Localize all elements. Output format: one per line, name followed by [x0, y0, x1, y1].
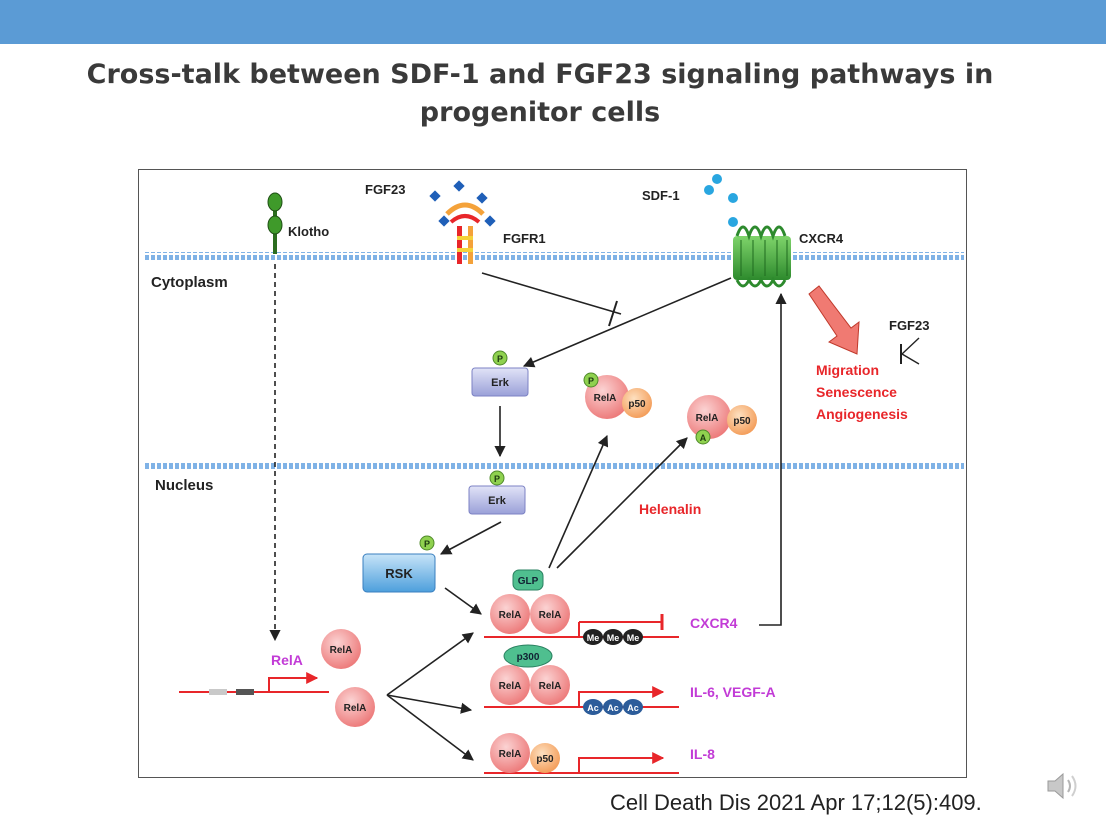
fgf23-inhibition-line-1 [901, 337, 920, 355]
rela-p50-dimer: RelA p50 [490, 733, 560, 773]
slide-title-line2: progenitor cells [419, 97, 661, 128]
fgfr1-label: FGFR1 [503, 231, 546, 246]
rela-to-il6-arrow [386, 694, 473, 714]
il6-vegfa-label: IL-6, VEGF-A [690, 684, 776, 700]
ac-label-2: Ac [607, 703, 619, 713]
angiogenesis-label: Angiogenesis [816, 406, 908, 422]
rela-gene-segment-2 [236, 689, 254, 695]
helenalin-label: Helenalin [639, 501, 701, 517]
cytoplasm-label: Cytoplasm [151, 274, 228, 291]
complex1-rela-label: RelA [594, 393, 617, 404]
cell-membrane [144, 252, 964, 260]
rela-to-il8-arrow [386, 694, 474, 761]
cxcr4-rela1-label: RelA [499, 610, 522, 621]
complex2-p50-label: p50 [733, 416, 751, 427]
klotho-protein [267, 192, 283, 254]
complex1-p50-label: p50 [628, 399, 646, 410]
cxcr4-gene-label: CXCR4 [690, 615, 738, 631]
cxcr4-rela2-label: RelA [539, 610, 562, 621]
il6-promoter-arrow [578, 686, 665, 707]
acetyl-rela-p50-complex: A RelA p50 [687, 395, 757, 445]
phospho-rela-p50-complex: P RelA p50 [583, 372, 652, 419]
rsk-to-rela-arrow [444, 587, 482, 615]
il6-rela2-label: RelA [539, 681, 562, 692]
complex1-phospho-label: P [588, 376, 594, 386]
slide-title-line1: Cross-talk between SDF-1 and FGF23 signa… [86, 59, 994, 90]
erk-phospho-label: P [497, 354, 503, 364]
me-label-1: Me [587, 633, 600, 643]
slide-header-bar [0, 0, 1106, 44]
rela-free1-label: RelA [330, 645, 353, 656]
rsk-label: RSK [385, 566, 413, 581]
p300-label: p300 [517, 652, 540, 663]
rela-protein-2: RelA [335, 687, 375, 727]
nucleus-label: Nucleus [155, 477, 213, 494]
rela-gene-segment-1 [209, 689, 227, 695]
glp-rela-dimer: GLP RelA RelA [490, 569, 570, 634]
ac-label-3: Ac [627, 703, 639, 713]
me-label-3: Me [627, 633, 640, 643]
nuclear-membrane [144, 462, 964, 470]
glp-to-phospho-complex-arrow [548, 434, 609, 569]
me-label-2: Me [607, 633, 620, 643]
il8-label: IL-8 [690, 746, 715, 762]
glp-to-acetyl-complex-arrow [556, 437, 688, 569]
klotho-label: Klotho [288, 224, 329, 239]
citation-text: Cell Death Dis 2021 Apr 17;12(5):409. [610, 790, 982, 815]
acetylation-marks: Ac Ac Ac [583, 699, 643, 715]
cxcr4-feedback-arrow [759, 292, 787, 626]
sdf1-label: SDF-1 [642, 188, 680, 203]
complex2-rela-label: RelA [696, 413, 719, 424]
slide-title: Cross-talk between SDF-1 and FGF23 signa… [20, 56, 1060, 132]
pathway-diagram: Cytoplasm Nucleus Klotho FGF23 FGFR1 SDF… [138, 169, 967, 778]
erk-nuclear-phospho-label: P [494, 474, 500, 484]
rela-gene-label: RelA [271, 652, 303, 668]
il8-promoter-arrow [578, 752, 665, 773]
fgfr1-inhibition-line [481, 272, 622, 315]
rela-to-cxcr4-arrow [386, 632, 474, 696]
fgf23-inhibitor-label: FGF23 [889, 318, 929, 333]
ac-label-1: Ac [587, 703, 599, 713]
audio-speaker-icon[interactable] [1044, 768, 1084, 804]
il6-rela1-label: RelA [499, 681, 522, 692]
erk-cytoplasm-label: Erk [491, 377, 510, 389]
erk-nucleus: P Erk [468, 470, 526, 515]
erk-cytoplasm: P Erk [471, 350, 529, 397]
methylation-marks: Me Me Me [583, 629, 643, 645]
erk-to-rsk-arrow [440, 521, 502, 555]
outcome-arrow [808, 285, 860, 355]
inhibition-bar [608, 300, 618, 327]
cxcr4-receptor-label: CXCR4 [799, 231, 844, 246]
fgfr1-receptor [445, 202, 485, 264]
complex2-acetyl-label: A [700, 433, 707, 443]
migration-label: Migration [816, 362, 879, 378]
fgf23-ligand-label: FGF23 [365, 182, 405, 197]
rsk-kinase: P RSK [362, 535, 436, 593]
senescence-label: Senescence [816, 384, 897, 400]
rela-promoter-arrow [268, 672, 319, 692]
fgf23-inhibition-line-2 [901, 353, 920, 365]
glp-label: GLP [518, 576, 539, 587]
erk-nucleus-label: Erk [488, 495, 507, 507]
rsk-phospho-label: P [424, 539, 430, 549]
il8-p50-label: p50 [536, 754, 554, 765]
il8-rela-label: RelA [499, 749, 522, 760]
cxcr4-to-erk-arrow [522, 277, 732, 368]
rela-protein-1: RelA [321, 629, 361, 669]
rela-free2-label: RelA [344, 703, 367, 714]
p300-rela-dimer: p300 RelA RelA [490, 644, 570, 705]
sdf1-ligand-icons [704, 174, 738, 227]
cxcr4-receptor [733, 225, 791, 288]
